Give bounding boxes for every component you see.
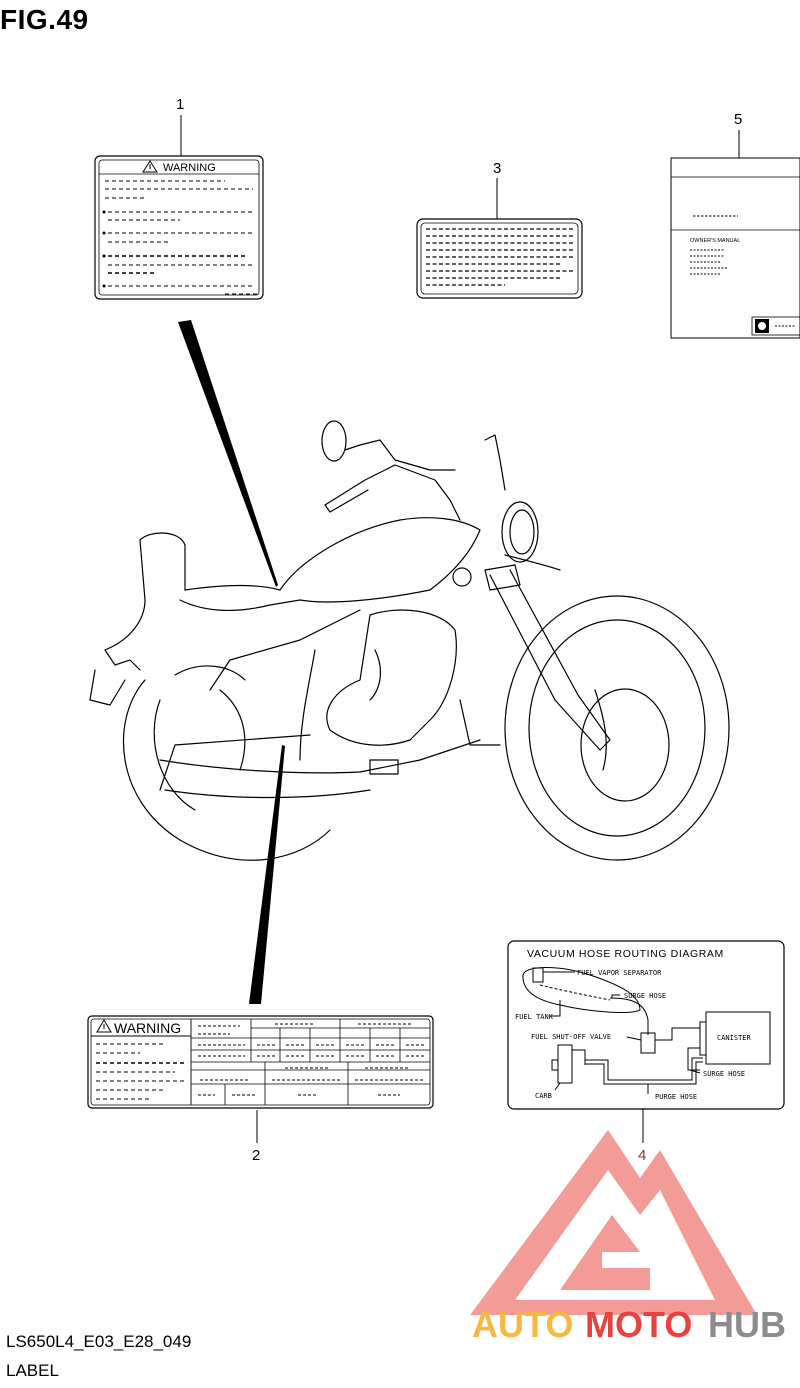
label-4: VACUUM HOSE ROUTING DIAGRAM bbox=[507, 940, 785, 1110]
front-wheel bbox=[504, 595, 730, 861]
label-fuel-shut-off-valve: FUEL SHUT-OFF VALVE bbox=[531, 1033, 611, 1041]
hose-diagram-title: VACUUM HOSE ROUTING DIAGRAM bbox=[527, 948, 724, 960]
watermark-auto: AUTO bbox=[472, 1304, 573, 1345]
warning-triangle-icon bbox=[96, 1019, 112, 1033]
watermark-logo-icon bbox=[470, 1130, 757, 1315]
label-2-heading: WARNING bbox=[114, 1020, 181, 1036]
label-5-text: OWNER'S MANUAL bbox=[690, 238, 740, 244]
callout-4: 4 bbox=[638, 1147, 647, 1164]
label-fuel-tank: FUEL TANK bbox=[515, 1013, 554, 1021]
figure-name: LABEL bbox=[6, 1361, 59, 1380]
figure-title: FIG.49 bbox=[0, 4, 89, 35]
label-purge-hose: PURGE HOSE bbox=[655, 1093, 697, 1101]
watermark-hub: HUB bbox=[708, 1304, 786, 1345]
label-surge-hose-top: SURGE HOSE bbox=[624, 992, 666, 1000]
rear-wheel bbox=[122, 665, 331, 861]
label-5: OWNER'S MANUAL bbox=[670, 157, 800, 339]
pointer-wedge-upper bbox=[178, 320, 278, 587]
callout-1: 1 bbox=[176, 96, 185, 113]
motorcycle-outline bbox=[89, 420, 730, 861]
watermark-moto: MOTO bbox=[585, 1304, 692, 1345]
label-fuel-vapor-separator: FUEL VAPOR SEPARATOR bbox=[577, 969, 662, 977]
label-2: WARNING bbox=[87, 1015, 434, 1109]
label-1-heading: WARNING bbox=[163, 162, 216, 174]
leader-lines bbox=[180, 115, 740, 1143]
pointer-wedge-lower bbox=[249, 745, 285, 1004]
warning-triangle-icon bbox=[142, 160, 158, 173]
callout-2: 2 bbox=[252, 1147, 261, 1164]
label-carb: CARB bbox=[535, 1092, 552, 1100]
label-canister: CANISTER bbox=[717, 1034, 752, 1042]
label-surge-hose-bottom: SURGE HOSE bbox=[703, 1070, 745, 1078]
figure-code: LS650L4_E03_E28_049 bbox=[6, 1332, 192, 1351]
label-1: WARNING bbox=[94, 155, 264, 300]
watermark-wordmark: AUTO MOTO HUB bbox=[472, 1304, 786, 1345]
callout-3: 3 bbox=[493, 160, 502, 177]
callout-5: 5 bbox=[734, 111, 743, 128]
label-3 bbox=[416, 218, 583, 299]
